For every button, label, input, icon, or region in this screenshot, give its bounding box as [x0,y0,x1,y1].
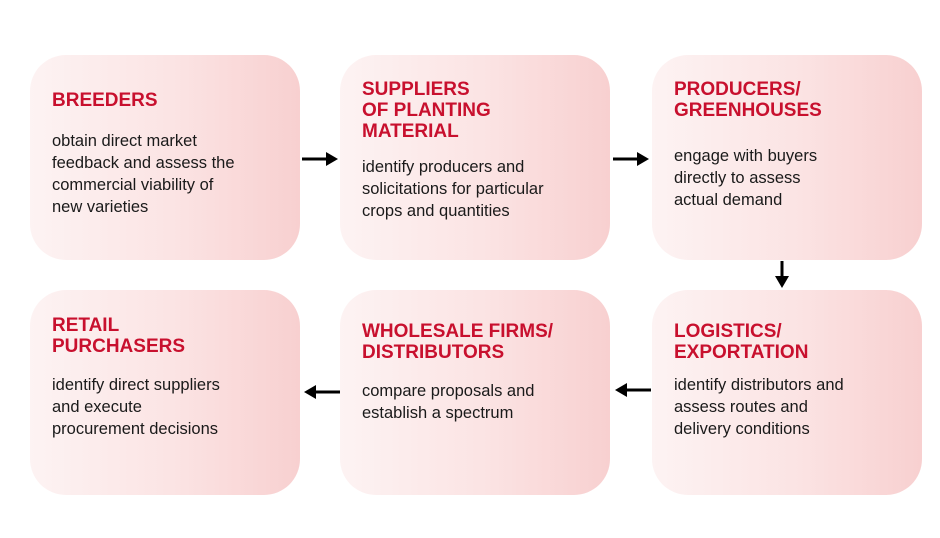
box-description: identify direct suppliers and execute pr… [52,376,220,438]
arrow-left-icon [304,385,340,399]
arrow-right-icon [302,152,338,166]
arrow-right-icon [613,152,649,166]
box-description: engage with buyers directly to assess ac… [674,147,818,209]
arrow-down-icon [775,261,789,288]
flow-box-logistics: LOGISTICS/ EXPORTATION identify distribu… [652,290,922,495]
box-description: compare proposals and establish a spectr… [362,382,535,422]
box-title: WHOLESALE FIRMS/ DISTRIBUTORS [362,321,554,363]
box-title: BREEDERS [52,90,158,111]
box-description: identify producers and solicitations for… [362,158,544,220]
flow-box-producers: PRODUCERS/ GREENHOUSES engage with buyer… [652,55,922,260]
flow-box-wholesale: WHOLESALE FIRMS/ DISTRIBUTORS compare pr… [340,290,610,495]
box-title: SUPPLIERS OF PLANTING MATERIAL [362,79,491,142]
box-description: identify distributors and assess routes … [674,376,844,438]
arrow-left-icon [615,383,651,397]
flow-box-retail: RETAIL PURCHASERS identify direct suppli… [30,290,300,495]
box-description: obtain direct market feedback and assess… [52,132,235,216]
box-title: PRODUCERS/ GREENHOUSES [674,79,822,121]
box-title: LOGISTICS/ EXPORTATION [674,321,809,363]
flow-box-breeders: BREEDERS obtain direct market feedback a… [30,55,300,260]
box-title: RETAIL PURCHASERS [52,315,186,357]
flow-box-suppliers: SUPPLIERS OF PLANTING MATERIAL identify … [340,55,610,260]
